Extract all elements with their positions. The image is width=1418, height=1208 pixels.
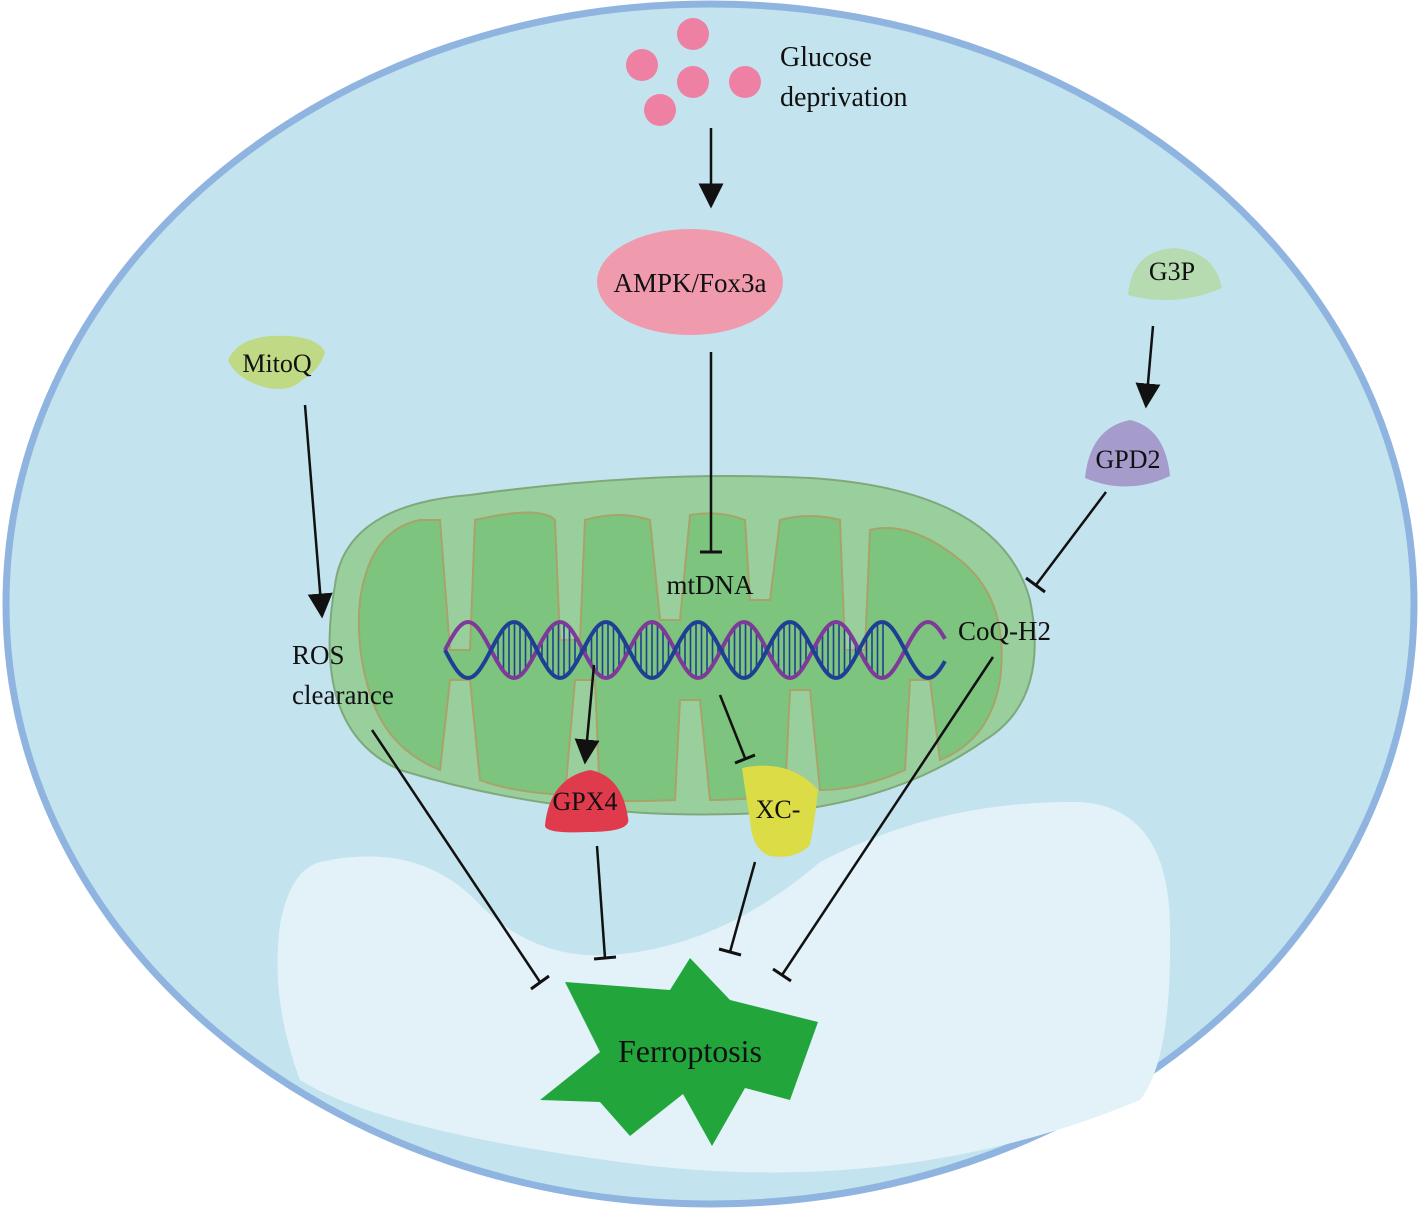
dna-strand-purple: [443, 620, 947, 680]
nucleus: [277, 801, 1171, 1173]
arrow-mitoq-to-ros: [303, 404, 333, 619]
inhibit-coq-to-ferroptosis: [772, 656, 995, 983]
g3p-node: [1128, 248, 1222, 301]
arrow-mtdna-to-gpx4: [574, 664, 600, 765]
ros-clearance-label-line1: ROS: [292, 640, 345, 670]
inhibit-mtdna-to-xc: [718, 694, 756, 765]
glucose-dot: [644, 94, 676, 126]
ferroptosis-label: Ferroptosis: [618, 1033, 762, 1069]
inhibit-ros-to-ferroptosis: [370, 729, 550, 991]
coq-h2-label: CoQ-H2: [958, 616, 1051, 646]
g3p-label: G3P: [1149, 257, 1195, 286]
mitoq-label: MitoQ: [242, 349, 312, 378]
ampk-fox3a-node: [597, 229, 783, 335]
ampk-fox3a-label: AMPK/Fox3a: [613, 268, 766, 298]
gpx4-label: GPX4: [552, 787, 617, 816]
dna-strand-blue: [443, 620, 947, 680]
glucose-dot: [729, 66, 761, 98]
mtdna-label: mtDNA: [667, 570, 755, 600]
gpd2-node: [1085, 420, 1170, 487]
ros-clearance-label-line2: clearance: [292, 680, 394, 710]
mitoq-node: [228, 335, 325, 389]
inhibit-gpx4-to-ferroptosis: [593, 845, 617, 961]
glucose-label-line2: deprivation: [780, 82, 908, 113]
mitochondrion: [328, 475, 1036, 816]
xc-label: XC-: [756, 795, 801, 824]
inhibit-xc-to-ferroptosis: [718, 861, 757, 957]
glucose-dot: [626, 49, 658, 81]
inhibit-gpd2-to-coq: [1025, 491, 1107, 594]
arrow-g3p-to-gpd2: [1135, 325, 1161, 409]
xc-node: [742, 765, 818, 857]
gpd2-label: GPD2: [1095, 445, 1160, 474]
ferroptosis-node: [540, 958, 818, 1146]
inhibit-ampk-to-mtdna: [700, 352, 722, 554]
glucose-molecules: [626, 18, 761, 126]
glucose-label-line1: Glucose: [780, 42, 872, 73]
mtdna-double-helix: [443, 620, 947, 680]
glucose-dot: [677, 66, 709, 98]
gpx4-node: [544, 770, 629, 833]
glucose-dot: [677, 18, 709, 50]
